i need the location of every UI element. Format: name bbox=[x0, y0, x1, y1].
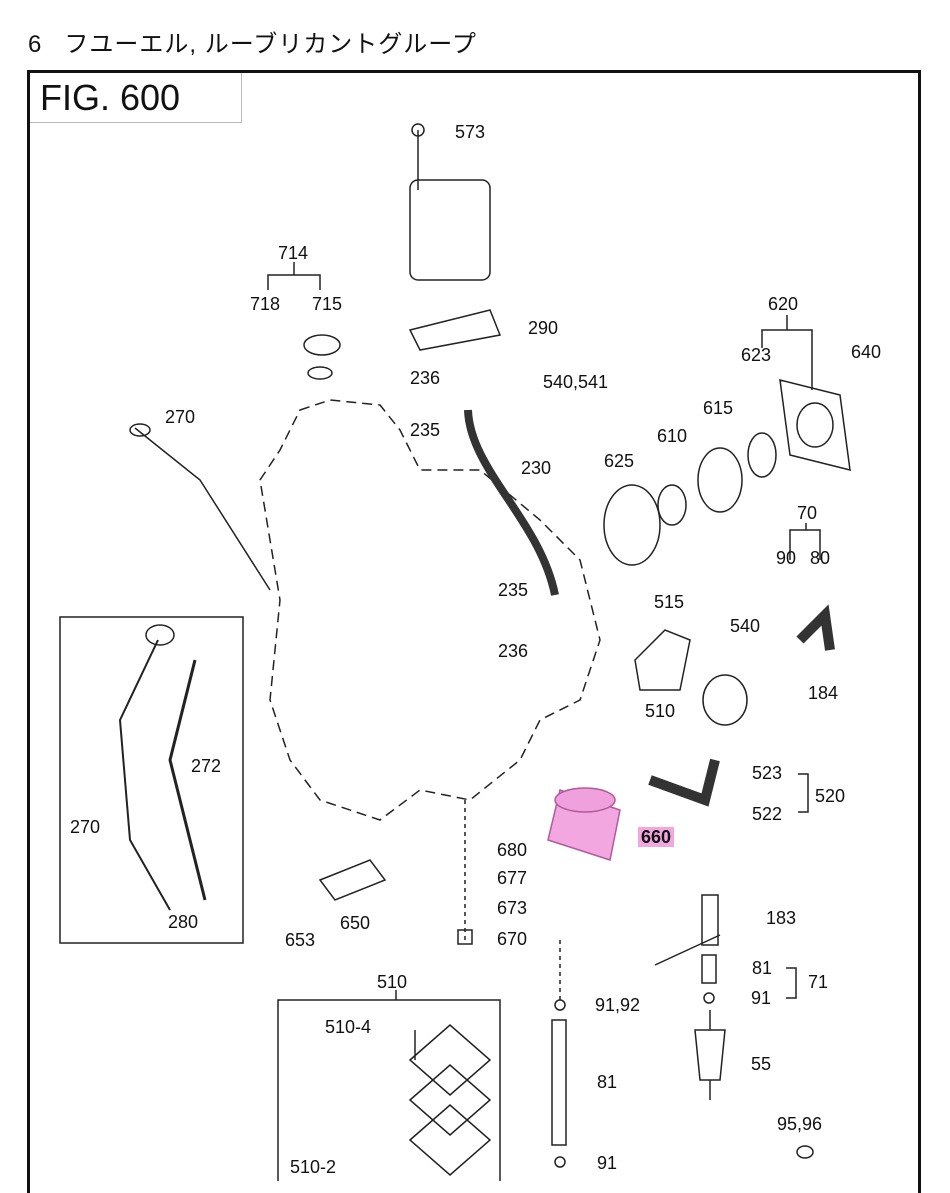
part-label: 670 bbox=[497, 929, 528, 949]
part-label: 677 bbox=[497, 868, 528, 888]
bracket-515 bbox=[634, 629, 691, 691]
part-label: 91 bbox=[751, 988, 772, 1008]
part-label: 270 bbox=[165, 407, 196, 427]
part-label: 81 bbox=[752, 958, 773, 978]
hose-80 bbox=[796, 604, 835, 651]
part-label: 620 bbox=[768, 294, 799, 314]
part-label: 515 bbox=[654, 592, 685, 612]
part-label: 520 bbox=[815, 786, 846, 806]
part-label: 71 bbox=[808, 972, 829, 992]
part-label: 235 bbox=[498, 580, 529, 600]
part-label: 540,541 bbox=[543, 372, 609, 392]
fuel-pump-inset-box bbox=[277, 999, 501, 1181]
carburetor bbox=[409, 179, 491, 281]
part-label: 230 bbox=[521, 458, 552, 478]
part-label: 510-2 bbox=[290, 1157, 337, 1177]
cover-620 bbox=[779, 379, 851, 471]
part-label: 81 bbox=[597, 1072, 618, 1092]
part-label: 80 bbox=[810, 548, 831, 568]
dipstick-inset-box bbox=[59, 616, 244, 944]
part-label: 183 bbox=[766, 908, 797, 928]
oring-625 bbox=[603, 484, 661, 566]
part-label: 625 bbox=[604, 451, 635, 471]
section-title: 6 フユーエル, ルーブリカントグループ bbox=[28, 24, 477, 59]
part-label: 615 bbox=[703, 398, 734, 418]
part-label: 95,96 bbox=[777, 1114, 823, 1134]
part-label: 290 bbox=[528, 318, 559, 338]
part-label: 610 bbox=[657, 426, 688, 446]
part-label: 235 bbox=[410, 420, 441, 440]
part-label: 91,92 bbox=[595, 995, 641, 1015]
gear-615 bbox=[697, 447, 743, 513]
part-label: 653 bbox=[285, 930, 316, 950]
oil-filter-660 bbox=[547, 787, 621, 861]
part-label: 510-4 bbox=[325, 1017, 372, 1037]
part-label: 280 bbox=[168, 912, 199, 932]
part-label: 523 bbox=[752, 763, 783, 783]
fuel-pipe bbox=[464, 409, 559, 596]
hose-522 bbox=[648, 758, 720, 807]
part-label: 90 bbox=[776, 548, 797, 568]
part-label: 650 bbox=[340, 913, 371, 933]
part-label: 91 bbox=[597, 1153, 618, 1173]
part-label: 522 bbox=[752, 804, 783, 824]
fuel-pump-510 bbox=[702, 674, 748, 726]
part-label: 640 bbox=[851, 342, 882, 362]
gear-610 bbox=[657, 484, 687, 526]
part-label: 55 bbox=[751, 1054, 772, 1074]
section-title-text: フユーエル, ルーブリカントグループ bbox=[64, 31, 477, 58]
part-label: 623 bbox=[741, 345, 772, 365]
part-label: 272 bbox=[191, 756, 222, 776]
part-label: 718 bbox=[250, 294, 281, 314]
part-label: 270 bbox=[70, 817, 101, 837]
gasket-290 bbox=[408, 309, 502, 351]
diagram-frame bbox=[27, 70, 921, 1193]
part-label: 680 bbox=[497, 840, 528, 860]
part-label: 184 bbox=[808, 683, 839, 703]
part-label: 715 bbox=[312, 294, 343, 314]
part-label: 540 bbox=[730, 616, 761, 636]
part-label: 510 bbox=[377, 972, 408, 992]
part-label: 70 bbox=[797, 503, 818, 523]
dipstick-270 bbox=[134, 427, 271, 591]
part-label: 673 bbox=[497, 898, 528, 918]
fuel-filter-55 bbox=[694, 1029, 726, 1081]
part-label: 573 bbox=[455, 122, 486, 142]
part-label: 714 bbox=[278, 243, 309, 263]
seal-623 bbox=[747, 432, 777, 478]
pipe-81 bbox=[551, 1019, 567, 1146]
part-label: 236 bbox=[410, 368, 441, 388]
section-number: 6 bbox=[28, 31, 43, 58]
part-label: 236 bbox=[498, 641, 529, 661]
highlighted-part-label: 660 bbox=[638, 827, 675, 847]
part-label: 510 bbox=[645, 701, 676, 721]
figure-label: FIG. 600 bbox=[30, 73, 242, 123]
